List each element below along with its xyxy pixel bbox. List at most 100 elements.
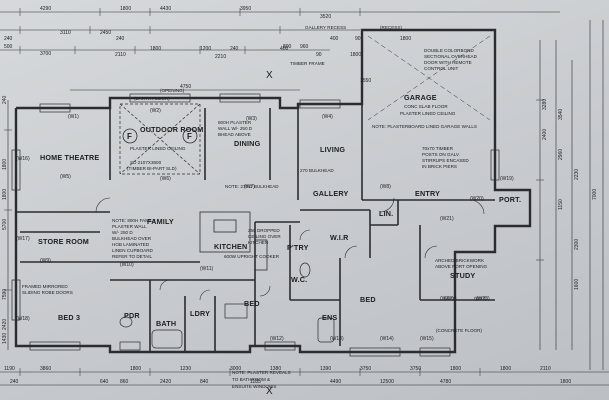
room-bed-2: BED (244, 299, 260, 308)
room-bed-4: BED (360, 295, 376, 304)
dimension-bottom: 1230 (180, 366, 191, 372)
dimension-right: 7000 (592, 189, 598, 200)
dimension-right: 2400 (542, 129, 548, 140)
note-window-w23: (W23) (474, 296, 487, 301)
dimension-left: 1430 (2, 333, 8, 344)
dimension-bottom: 1800 (500, 366, 511, 372)
dimension-top-secondary: 960 (300, 44, 309, 50)
window-code: (W16) (16, 156, 30, 162)
dimension-lines (0, 11, 609, 386)
room-dining: DINING (234, 139, 261, 148)
window-code: (W3) (246, 116, 257, 122)
svg-text:X: X (266, 386, 273, 397)
dimension-top: 4750 (180, 84, 191, 90)
dimension-top-secondary: 240 (116, 36, 125, 42)
dimension-right: 2300 (574, 239, 580, 250)
note-garage-door-1: DOUBLE COLORBOND (424, 48, 474, 53)
dimension-top: 1800 (400, 36, 411, 42)
note-earth-floor: (EARTH FLOOR) (134, 96, 170, 101)
room-kitchen: KITCHEN (214, 242, 247, 251)
dimension-bottom: 240 (10, 379, 19, 385)
dimension-bottom: 860 (120, 379, 129, 385)
dimension-bottom: 1190 (4, 366, 15, 372)
room-laundry: LDRY (190, 309, 210, 318)
window-code: (W11) (200, 266, 214, 272)
dimension-top-secondary: 500 (4, 44, 13, 50)
note-outdoor-ceiling: PLASTER LINED CEILING (130, 146, 186, 151)
room-wir: W.I.R (330, 233, 349, 242)
note-garage-slab: CONC SLAB FLOOR (404, 104, 448, 109)
window-code: (W12) (270, 336, 284, 342)
room-wc: W.C. (291, 275, 307, 284)
note-wall-3: BHEAD ABOVE (218, 132, 251, 137)
note-garage-door-3: DOOR WITH REMOTE (424, 60, 472, 65)
note-kitchen-2: CEILING OVER (248, 234, 281, 239)
room-pantry: P'TRY (287, 243, 309, 252)
dimension-bottom: 3860 (40, 366, 51, 372)
room-gallery: GALLERY (313, 189, 348, 198)
window-code: (W22) (440, 296, 454, 302)
note-arched-1: ARCHED BRICKWORK (435, 258, 485, 263)
dimension-right: 3540 (558, 109, 564, 120)
dimension-right: 2230 (574, 169, 580, 180)
window-code: (W13) (330, 336, 344, 342)
note-garage-walls: NOTE: PLASTERBOARD LINED GARAGE WALLS (372, 124, 477, 129)
note-wall-2: WALL W/- 250 D (218, 126, 253, 131)
room-garage: GARAGE (404, 93, 437, 102)
note-framed-2: SLIDING ROBE DOORS (22, 290, 73, 295)
note-timber-4: IN BRICK PIERS (422, 164, 457, 169)
window-code: (W18) (16, 316, 30, 322)
dimension-top: 1550 (360, 78, 371, 84)
room-living: LIVING (320, 145, 345, 154)
window-code: (W2) (150, 108, 161, 114)
room-bath: BATH (156, 319, 176, 328)
note-recess: (RECESS) (380, 25, 402, 30)
note-wall-1: 800H PLASTER (218, 120, 252, 125)
room-labels: HOME THEATRE OUTDOOR ROOM DINING LIVING … (38, 93, 521, 328)
dimension-top-secondary: 1800 (350, 52, 361, 58)
window-code: (W14) (380, 336, 394, 342)
fridge-f-icon: F (122, 128, 138, 144)
note-family-5: HOB LAMINATED (112, 242, 150, 247)
window-code: (W6) (160, 176, 171, 182)
x-mark-icon: X (266, 386, 273, 397)
svg-text:F: F (187, 132, 192, 141)
room-family: FAMILY (147, 217, 174, 226)
wet-area-fixtures (119, 262, 335, 349)
dimension-bottom: 1390 (320, 366, 331, 372)
room-entry: ENTRY (415, 189, 440, 198)
dimension-ticks (4, 8, 544, 376)
window-code: (W23) (476, 296, 490, 302)
note-reveal-2: TO BATHROOM & (232, 377, 270, 382)
dimension-top-secondary: 240 (4, 36, 13, 42)
dimension-top-secondary: 2110 (115, 52, 126, 58)
dimension-top-secondary: 800 (283, 44, 292, 50)
dimension-right: 1150 (558, 199, 564, 210)
dimension-bottom: 4490 (330, 379, 341, 385)
window-code: (W17) (16, 236, 30, 242)
svg-text:X: X (266, 70, 273, 81)
dimension-top: 400 (280, 46, 289, 52)
dimension-top: 1200 (200, 46, 211, 52)
note-opening-above: NOTE: 270 D BULKHEAD (225, 184, 279, 189)
note-sliding-door: SD 2107X3600 (130, 160, 162, 165)
note-family-7: REFER TO DETAIL (112, 254, 153, 259)
dimension-top: 4430 (160, 6, 171, 12)
svg-text:F: F (127, 132, 132, 141)
dimension-top: 3110 (60, 30, 71, 36)
dimension-top: 240 (230, 46, 239, 52)
dimension-bottom: 4780 (440, 379, 451, 385)
dimension-top: 2210 (215, 54, 226, 60)
dimension-top: 1800 (150, 46, 161, 52)
note-family-3: W/- 250 D (112, 230, 133, 235)
window-code: (W9) (40, 258, 51, 264)
room-ensuite: ENS (322, 313, 337, 322)
dimension-top: 3950 (240, 6, 251, 12)
note-kitchen-3: KITCHEN (248, 240, 268, 245)
dimension-bottom: 1185 (250, 379, 261, 385)
room-outdoor: OUTDOOR ROOM (140, 125, 204, 134)
dimension-bottom: 3750 (410, 366, 421, 372)
